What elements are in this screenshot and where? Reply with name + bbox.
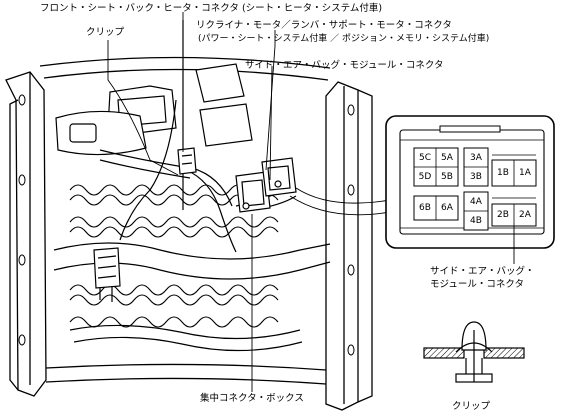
upper-motor-assembly (55, 63, 253, 156)
wiring-harness (53, 20, 331, 352)
label-side-airbag-module-connector-top: サイド・エア・バッグ・モジュール・コネクタ (245, 60, 444, 71)
heater-connector (177, 147, 197, 175)
pin-5b: 5B (441, 172, 453, 182)
pin-3b: 3B (470, 172, 482, 182)
label-recliner-lumbar-connector-line1: リクライナ・モータ／ランバ・サポート・モータ・コネクタ (196, 20, 452, 31)
pin-1b: 1B (497, 168, 509, 178)
label-front-seat-back-heater-connector: フロント・シート・バック・ヒータ・コネクタ (シート・ヒータ・システム付車) (40, 3, 383, 14)
label-side-airbag-module-connector-detail-line2: モジュール・コネクタ (430, 279, 524, 290)
pin-5a: 5A (441, 153, 453, 163)
label-clip-top: クリップ (86, 27, 125, 38)
pin-1a: 1A (519, 168, 531, 178)
central-connector-box (235, 157, 297, 213)
pin-6a: 6A (441, 203, 453, 213)
clip-illustration (423, 321, 525, 383)
pin-5d: 5D (418, 172, 432, 182)
pin-3a: 3A (470, 153, 482, 163)
pin-2b: 2B (497, 210, 509, 220)
seat-back-frame (5, 56, 373, 411)
frame-holes (18, 94, 355, 356)
connector-detail-box (385, 115, 555, 264)
pin-6b: 6B (419, 203, 431, 213)
pin-4b: 4B (470, 216, 482, 226)
label-clip-bottom: クリップ (452, 401, 491, 412)
leader-lines (107, 12, 391, 392)
label-central-connector-box: 集中コネクタ・ボックス (200, 393, 304, 404)
pin-5c: 5C (418, 153, 431, 163)
pin-2a: 2A (519, 210, 531, 220)
pin-4a: 4A (470, 197, 482, 207)
label-recliner-lumbar-connector-line2: (パワー・シート・システム付車 ／ ポジション・メモリ・システム付車) (198, 34, 490, 44)
label-side-airbag-module-connector-detail-line1: サイド・エア・バッグ・ (430, 266, 535, 277)
left-harness-connector (93, 247, 121, 289)
